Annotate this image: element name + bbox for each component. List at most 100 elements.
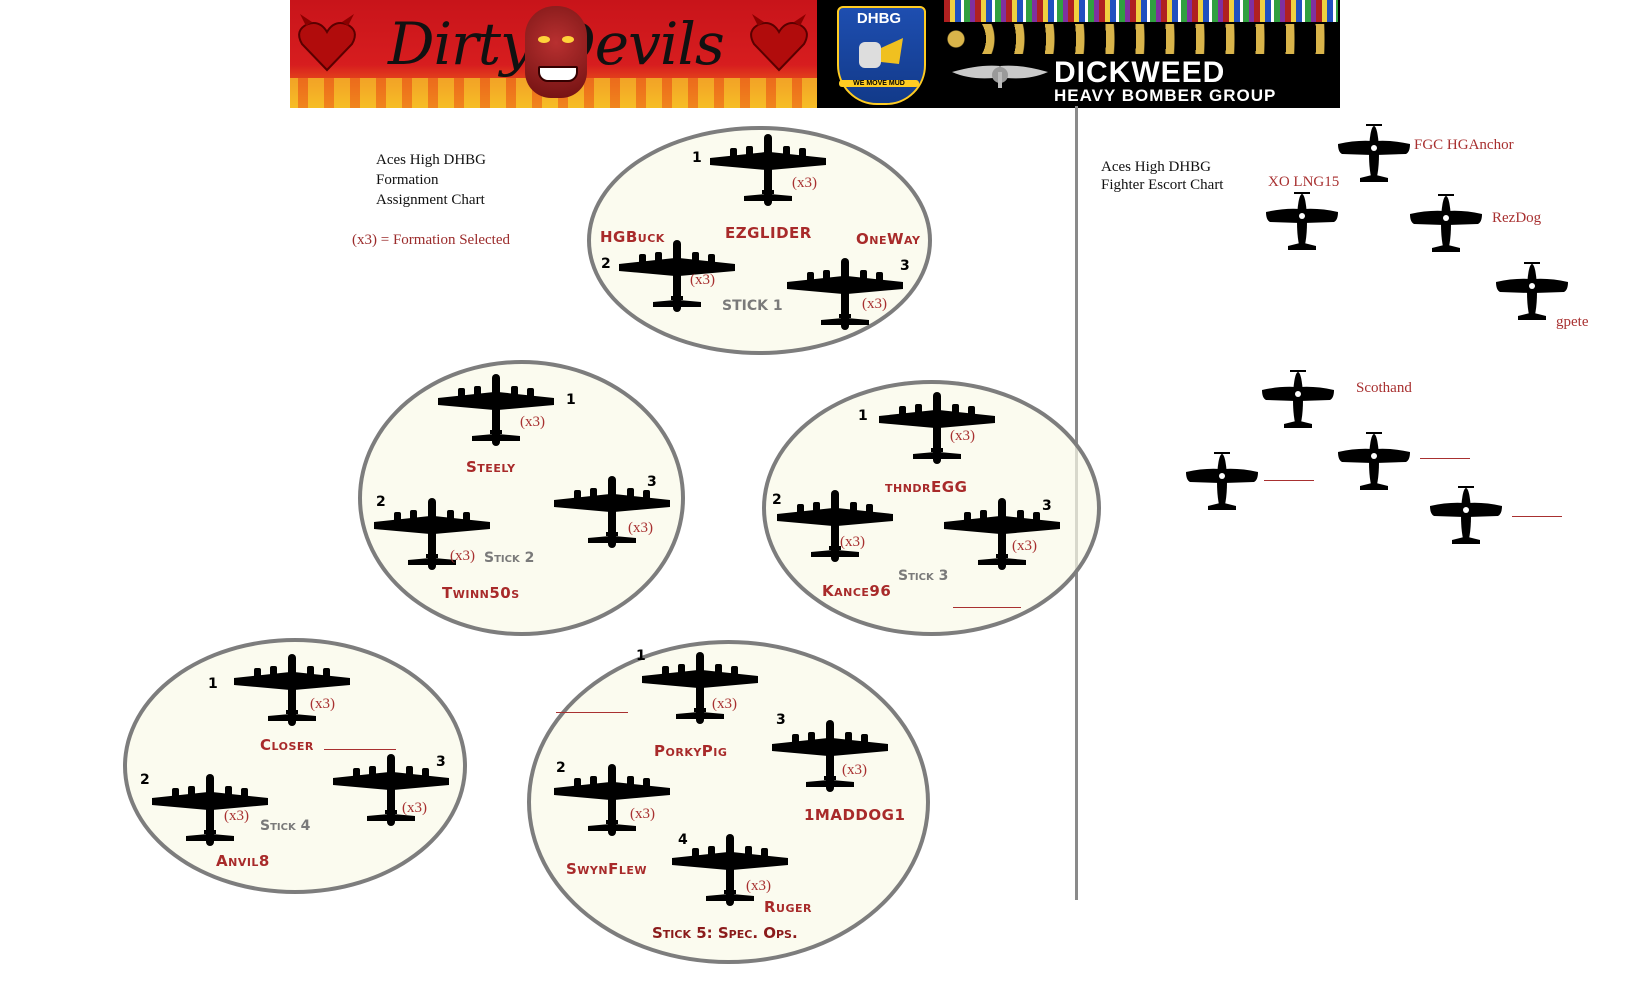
bomber-icon [552,762,672,842]
devil-mouth [538,66,578,82]
fighter-icon [1184,450,1260,518]
stick-label: STICK 1 [722,298,783,314]
slot-number: 1 [636,648,646,664]
blank-slot-line [953,607,1021,608]
slot-number: 2 [556,760,566,776]
slot-number: 2 [140,772,150,788]
devil-face-icon [525,6,587,98]
heading-line: Fighter Escort Chart [1101,177,1224,193]
escort-chart-heading: Aces High DHBG Fighter Escort Chart [1101,158,1223,194]
slot-number: 3 [436,754,446,770]
formation-multiplier: (x3) [690,272,715,288]
stick-label: Stick 3 [898,568,949,584]
slot-number: 2 [601,256,611,272]
stick-label: Stick 5: Spec. Ops. [652,924,798,942]
slot-number: 4 [678,832,688,848]
bomber-icon [877,390,997,470]
pilot-name: Twinn50s [442,584,520,602]
pilot-name: HGBuck [600,228,665,246]
formation-multiplier: (x3) [792,175,817,191]
stick-5-circle [527,640,930,964]
header-banner: Dirty Devils DHBG WE MOVE MUD DICKWEED H… [290,0,1340,108]
fist-icon [859,38,903,68]
slot-number: 1 [566,392,576,408]
slot-number: 1 [858,408,868,424]
escort-pilot: Scothand [1356,380,1412,396]
bomber-icon [708,132,828,212]
stick-label: Stick 4 [260,818,311,834]
bomber-icon [770,718,890,798]
slot-number: 3 [900,258,910,274]
heading-line: Aces High DHBG [376,152,486,168]
bomber-icon [617,238,737,318]
fighter-icon [1428,484,1504,552]
fighter-icon [1408,192,1484,260]
formation-legend: (x3) = Formation Selected [352,232,511,248]
fighter-icon [1264,190,1340,258]
medals-decoration [944,24,1338,54]
bomber-icon [785,256,905,336]
escort-pilot: XO LNG15 [1268,174,1340,190]
slot-number: 3 [647,474,657,490]
fighter-icon [1336,430,1412,498]
formation-multiplier: (x3) [842,762,867,778]
blank-slot-line [556,712,628,713]
formation-multiplier: (x3) [630,806,655,822]
slot-number: 2 [376,494,386,510]
dhbg-shield-logo: DHBG WE MOVE MUD [817,0,942,108]
pilot-name: Steely [466,458,516,476]
pilot-name: Ruger [764,898,812,916]
formation-multiplier: (x3) [950,428,975,444]
dirty-devils-banner: Dirty Devils [290,0,817,108]
pilot-name: SwynFlew [566,860,648,878]
fighter-icon [1260,368,1336,436]
ribbons-decoration [944,0,1338,22]
pilot-name: EZGLIDER [725,224,812,242]
blank-slot-line [1512,516,1562,517]
formation-multiplier: (x3) [862,296,887,312]
pilot-name: OneWay [856,230,921,248]
escort-pilot: RezDog [1492,210,1542,226]
pilot-name: Anvil8 [216,852,270,870]
slot-number: 3 [1042,498,1052,514]
shield-icon [837,6,926,105]
pilot-name: 1MADDOG1 [804,806,906,824]
pilot-name: Kance96 [822,582,892,600]
dickweed-banner: DICKWEED HEAVY BOMBER GROUP [942,0,1340,108]
wings-icon [952,65,1048,88]
formation-multiplier: (x3) [310,696,335,712]
formation-multiplier: (x3) [520,414,545,430]
blank-slot-line [1420,458,1470,459]
heading-line: Formation [376,172,439,188]
fighter-icon [1336,122,1412,190]
pilot-name: PorkyPig [654,742,728,760]
slot-number: 3 [776,712,786,728]
slot-number: 2 [772,492,782,508]
pilot-name: Closer [260,736,314,754]
bomber-icon [436,372,556,452]
slot-number: 1 [208,676,218,692]
badge-motto: WE MOVE MUD [839,80,919,87]
formation-chart-heading: Aces High DHBG Formation Assignment Char… [376,150,486,210]
bomber-icon [331,752,451,832]
heading-line: Assignment Chart [376,192,485,208]
formation-multiplier: (x3) [224,808,249,824]
escort-pilot: FGC HGAnchor [1414,137,1514,153]
devil-heart-icon [750,14,808,72]
group-subtitle: HEAVY BOMBER GROUP [1054,86,1277,105]
heading-line: Aces High DHBG [1101,159,1211,175]
bomber-icon [640,650,760,730]
formation-multiplier: (x3) [840,534,865,550]
formation-multiplier: (x3) [746,878,771,894]
formation-multiplier: (x3) [712,696,737,712]
bomber-icon [150,772,270,852]
group-name: DICKWEED [1054,56,1226,89]
formation-multiplier: (x3) [402,800,427,816]
badge-text: DHBG [856,10,902,27]
escort-pilot: gpete [1556,314,1589,330]
slot-number: 1 [692,150,702,166]
blank-slot-line [1264,480,1314,481]
formation-multiplier: (x3) [1012,538,1037,554]
blank-slot-line [324,749,396,750]
pilot-name: thndrEGG [885,478,968,496]
